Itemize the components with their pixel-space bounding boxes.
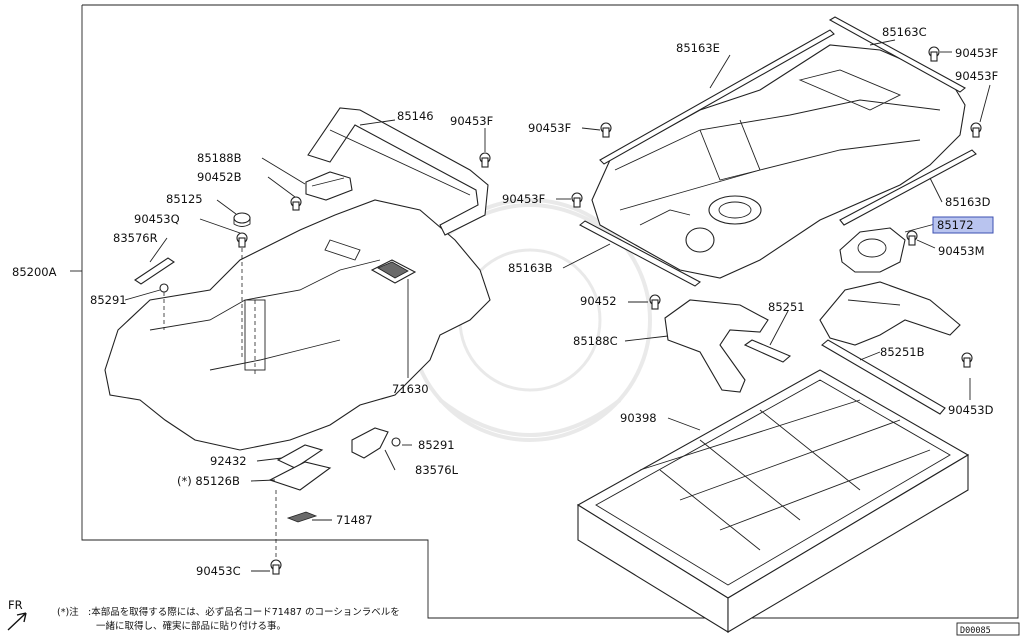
bolt-90453F-d[interactable] xyxy=(600,122,612,138)
label-90452B[interactable]: 90452B xyxy=(197,170,242,184)
floor-panel xyxy=(104,199,491,451)
note-prefix: (*)注 xyxy=(57,606,79,618)
tray-90398[interactable] xyxy=(576,369,970,633)
fr-label: FR xyxy=(8,598,23,612)
seal-92432[interactable] xyxy=(276,444,324,469)
label-90453D[interactable]: 90453D xyxy=(948,403,994,417)
bar-85251B[interactable] xyxy=(821,339,946,415)
label-90453F-d[interactable]: 90453F xyxy=(528,121,571,135)
diagram-code-text: D00085 xyxy=(960,626,991,636)
label-85163E[interactable]: 85163E xyxy=(676,41,720,55)
rail-top-left xyxy=(599,29,835,165)
label-71487[interactable] xyxy=(286,511,318,523)
bolt-90453F-b[interactable] xyxy=(928,46,940,62)
label-90453F-e[interactable]: 90453F xyxy=(502,192,545,206)
note-line-2: 一緒に取得し、確実に部品に貼り付ける事。 xyxy=(96,620,286,632)
fr-arrow-icon xyxy=(7,612,27,631)
label-92432[interactable]: 92432 xyxy=(210,454,247,468)
rail-85163B[interactable] xyxy=(579,220,701,287)
bar-85251[interactable] xyxy=(743,339,792,363)
bolt-90453D[interactable] xyxy=(961,352,973,368)
label-71630[interactable]: 71630 xyxy=(392,382,429,396)
caution-label-71630[interactable] xyxy=(370,259,417,284)
rail-85163D[interactable] xyxy=(839,149,977,226)
bracket-85188C[interactable] xyxy=(664,299,769,393)
bolt-90452[interactable] xyxy=(649,294,661,310)
handle-85188B[interactable] xyxy=(305,171,353,201)
label-90453F-b[interactable]: 90453F xyxy=(955,46,998,60)
label-90398[interactable]: 90398 xyxy=(620,411,657,425)
bracket-right xyxy=(819,281,961,346)
duct-85172[interactable] xyxy=(839,227,906,273)
label-85172[interactable]: 85172 xyxy=(937,218,974,232)
note-line-1: :本部品を取得する際には、必ず品名コード71487 のコーションラベルを xyxy=(88,606,400,618)
label-85291-a[interactable]: 85291 xyxy=(90,293,127,307)
upper-cover-85163E[interactable] xyxy=(591,44,966,279)
label-85188C[interactable]: 85188C xyxy=(573,334,618,348)
label-85251B[interactable]: 85251B xyxy=(880,345,925,359)
label-85291-b[interactable]: 85291 xyxy=(418,438,455,452)
caution-note: (*)注 :本部品を取得する際には、必ず品名コード71487 のコーションラベル… xyxy=(57,606,400,632)
label-85163D[interactable]: 85163D xyxy=(945,195,991,209)
bracket-85146[interactable] xyxy=(307,107,489,236)
label-85200A[interactable]: 85200A xyxy=(12,265,57,279)
label-85251[interactable]: 85251 xyxy=(768,300,805,314)
part-labels: 85200A 85146 90453F 85188B 90452B 85125 … xyxy=(12,25,998,578)
label-90453F-a[interactable]: 90453F xyxy=(450,114,493,128)
bolt-90453C[interactable] xyxy=(270,559,282,575)
label-85163B[interactable]: 85163B xyxy=(508,261,553,275)
label-83576L[interactable]: 83576L xyxy=(415,463,459,477)
diagram-frame xyxy=(81,4,1019,619)
label-83576R[interactable]: 83576R xyxy=(113,231,158,245)
cover-85126B[interactable] xyxy=(268,461,332,491)
label-71487[interactable]: 71487 xyxy=(336,513,373,527)
front-direction-indicator: FR xyxy=(7,598,27,631)
cap-85125[interactable] xyxy=(233,212,251,227)
bracket-83576R[interactable] xyxy=(134,257,175,293)
bolt-90453F-e[interactable] xyxy=(571,192,583,208)
label-85126B[interactable]: (*) 85126B xyxy=(177,474,240,488)
leader-lines xyxy=(70,39,991,572)
bracket-83576L[interactable] xyxy=(351,427,401,459)
diagram-code: D00085 xyxy=(956,622,1020,636)
assembly-lines-left xyxy=(163,248,277,560)
label-85163C[interactable]: 85163C xyxy=(882,25,927,39)
highlight-85172 xyxy=(932,216,994,234)
bolt-90453F-c[interactable] xyxy=(970,122,982,138)
bolt-90453F-a[interactable] xyxy=(479,152,491,168)
label-90453C[interactable]: 90453C xyxy=(196,564,241,578)
label-85188B[interactable]: 85188B xyxy=(197,151,242,165)
rail-85163C[interactable] xyxy=(828,16,966,93)
label-90453M[interactable]: 90453M xyxy=(938,244,985,258)
label-90452[interactable]: 90452 xyxy=(580,294,617,308)
label-85125[interactable]: 85125 xyxy=(166,192,203,206)
bolt-90453Q[interactable] xyxy=(236,232,248,248)
label-90453F-c[interactable]: 90453F xyxy=(955,69,998,83)
bolt-90452B[interactable] xyxy=(290,196,302,211)
label-90453Q[interactable]: 90453Q xyxy=(134,212,180,226)
bolt-90453M[interactable] xyxy=(906,230,918,246)
label-85146[interactable]: 85146 xyxy=(397,109,434,123)
